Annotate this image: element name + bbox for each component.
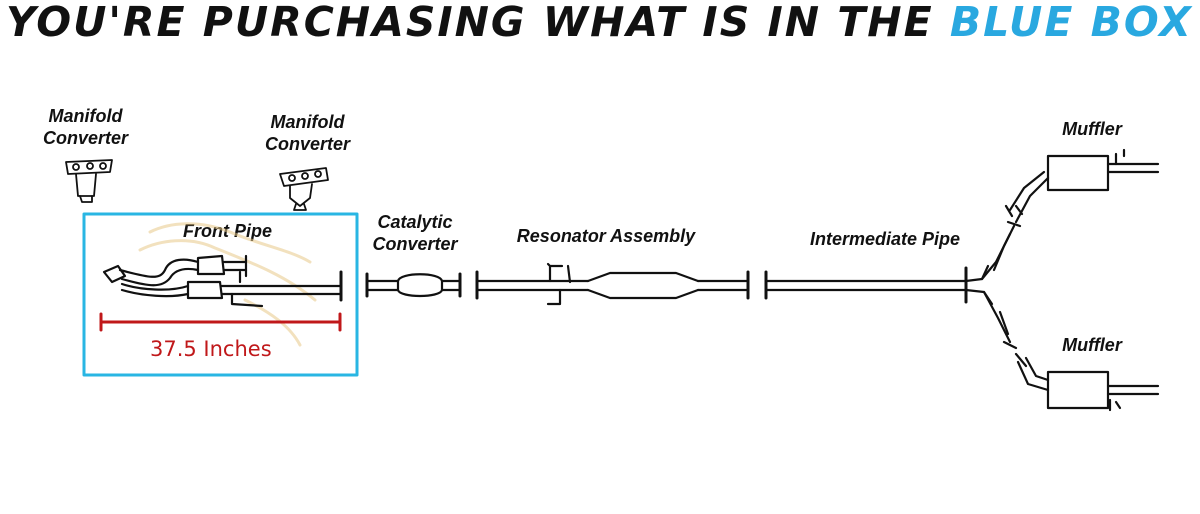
dimension-label: 37.5 Inches: [150, 337, 272, 361]
label-manifold-converter-1: Manifold Converter: [42, 106, 129, 148]
muffler-bottom-drawing: [1014, 352, 1160, 412]
dimension-line: [99, 312, 342, 332]
watermark-horse: [138, 222, 317, 347]
label-muffler-top: Muffler: [1062, 119, 1122, 139]
intermediate-pipe-drawing: [764, 220, 1022, 350]
front-pipe-drawing: [102, 254, 343, 308]
manifold-converter-icon-1: [65, 159, 113, 203]
muffler-top-drawing: [1004, 148, 1160, 224]
headline-accent: BLUE BOX: [949, 0, 1193, 46]
headline-main: YOU'RE PURCHASING WHAT IS IN THE: [6, 0, 950, 46]
page-headline: YOU'RE PURCHASING WHAT IS IN THE BLUE BO…: [6, 0, 1196, 48]
label-resonator-assembly: Resonator Assembly: [516, 226, 696, 246]
label-manifold-converter-2: Manifold Converter: [264, 112, 351, 154]
label-intermediate-pipe: Intermediate Pipe: [809, 229, 961, 249]
blue-highlight-box: [82, 212, 359, 377]
resonator-assembly-drawing: [475, 262, 750, 306]
manifold-converter-icon-2: [279, 167, 329, 211]
label-catalytic-converter: Catalytic Converter: [372, 212, 458, 254]
label-muffler-bottom: Muffler: [1062, 335, 1122, 355]
catalytic-converter-drawing: [365, 272, 462, 298]
